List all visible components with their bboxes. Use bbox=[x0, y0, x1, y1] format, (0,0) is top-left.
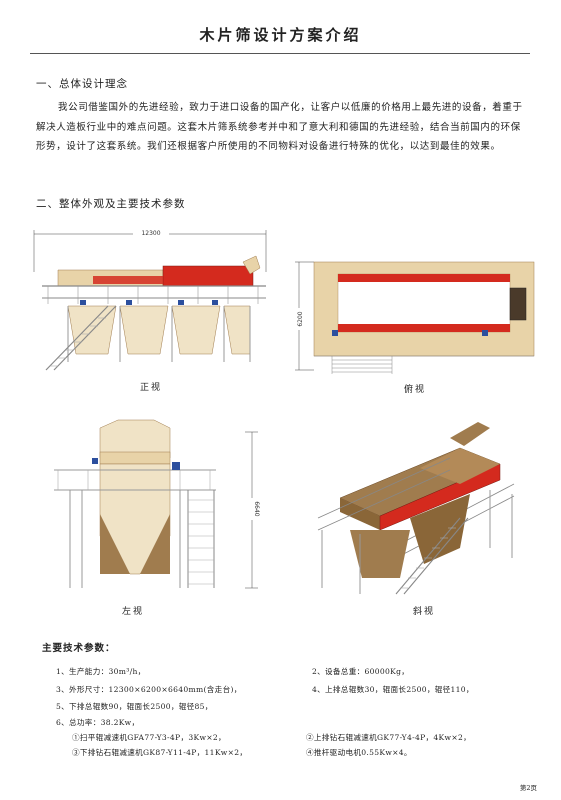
spec-item: ①扫平辊减速机GFA77-Y3-4P，3Kw×2， bbox=[72, 733, 226, 742]
side-height-dim: 6640 bbox=[253, 501, 260, 516]
spec-item: 5、下排总辊数90，辊面长2500，辊径85， bbox=[56, 702, 213, 711]
iso-view-caption: 斜视 bbox=[413, 607, 436, 617]
front-width-dim: 12300 bbox=[141, 230, 160, 237]
page-title: 木片筛设计方案介绍 bbox=[199, 26, 362, 44]
section1-heading: 一、总体设计理念 bbox=[36, 78, 128, 90]
spec-item: 1、生产能力：30m³/h， bbox=[56, 667, 146, 676]
top-depth-dim: 6200 bbox=[297, 311, 304, 326]
spec-item: 6、总功率：38.2Kw， bbox=[56, 718, 140, 727]
spec-item: 3、外形尺寸：12300×6200×6640mm(含走台)， bbox=[56, 685, 242, 694]
spec-item: ④推杆驱动电机0.55Kw×4。 bbox=[306, 748, 412, 757]
section1-paragraph: 我公司借鉴国外的先进经验，致力于进口设备的国产化，让客户以低廉的价格用上最先进的… bbox=[36, 102, 523, 152]
spec-item: 4、上排总辊数30，辊面长2500，辊径110， bbox=[312, 685, 474, 694]
specs-title: 主要技术参数： bbox=[42, 643, 116, 654]
page-number: 第2页 bbox=[519, 784, 537, 792]
section2-heading: 二、整体外观及主要技术参数 bbox=[36, 198, 186, 210]
side-view-drawing: 6640 bbox=[54, 419, 260, 589]
front-view-drawing: 12300 bbox=[33, 227, 267, 371]
top-view-caption: 俯视 bbox=[404, 385, 427, 395]
iso-view-drawing bbox=[317, 422, 515, 595]
title-divider bbox=[30, 53, 530, 54]
top-view-drawing: 6200 bbox=[294, 261, 535, 374]
side-view-caption: 左视 bbox=[122, 607, 145, 617]
spec-item: ②上排钻石辊减速机GK77-Y4-4P，4Kw×2， bbox=[306, 733, 472, 742]
spec-item: ③下排钻石辊减速机GK87-Y11-4P，11Kw×2， bbox=[72, 748, 248, 757]
spec-item: 2、设备总重：60000Kg， bbox=[312, 667, 410, 676]
front-view-caption: 正视 bbox=[140, 383, 163, 393]
